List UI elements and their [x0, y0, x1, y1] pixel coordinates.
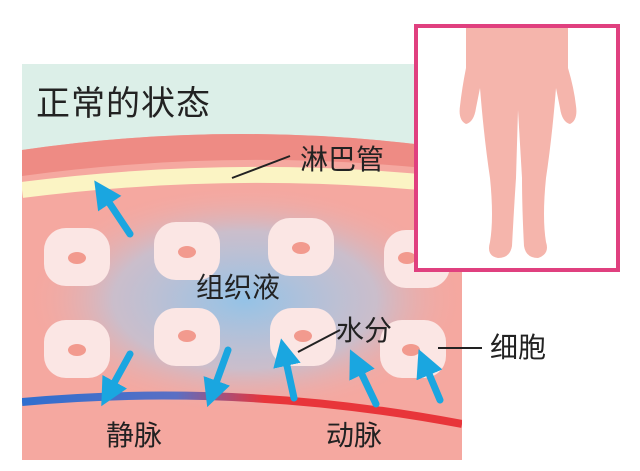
- artery-label: 动脉: [326, 419, 383, 452]
- down-arrow-icon: [203, 346, 232, 408]
- water-leader: [297, 329, 341, 353]
- cell: [154, 222, 220, 280]
- body-inset-frame: [414, 24, 620, 272]
- up-arrow-icon: [416, 349, 444, 404]
- water-label: 水分: [336, 314, 393, 347]
- up-arrow-icon: [273, 338, 301, 402]
- tissue-upper-band: [22, 134, 462, 176]
- cell-label: 细胞: [490, 331, 547, 364]
- tissue-fluid-label: 组织液: [196, 271, 281, 304]
- leader-lines: [231, 155, 482, 353]
- cell: [268, 218, 334, 276]
- lymph-leader: [231, 155, 291, 179]
- up-arrow-icon: [94, 180, 134, 238]
- page-title: 正常的状态: [36, 84, 211, 124]
- human-legs-icon: [459, 28, 577, 258]
- down-arrow-icon: [101, 350, 134, 407]
- up-arrow-icon: [349, 349, 380, 408]
- arrows: [94, 180, 444, 408]
- cell: [44, 228, 110, 286]
- lymph-vessel-label: 淋巴管: [300, 143, 385, 176]
- cell: [44, 320, 110, 378]
- legs-silhouette: [459, 28, 577, 258]
- cell: [154, 308, 220, 366]
- vein-label: 静脉: [106, 419, 163, 452]
- blood-vessel: [22, 391, 462, 428]
